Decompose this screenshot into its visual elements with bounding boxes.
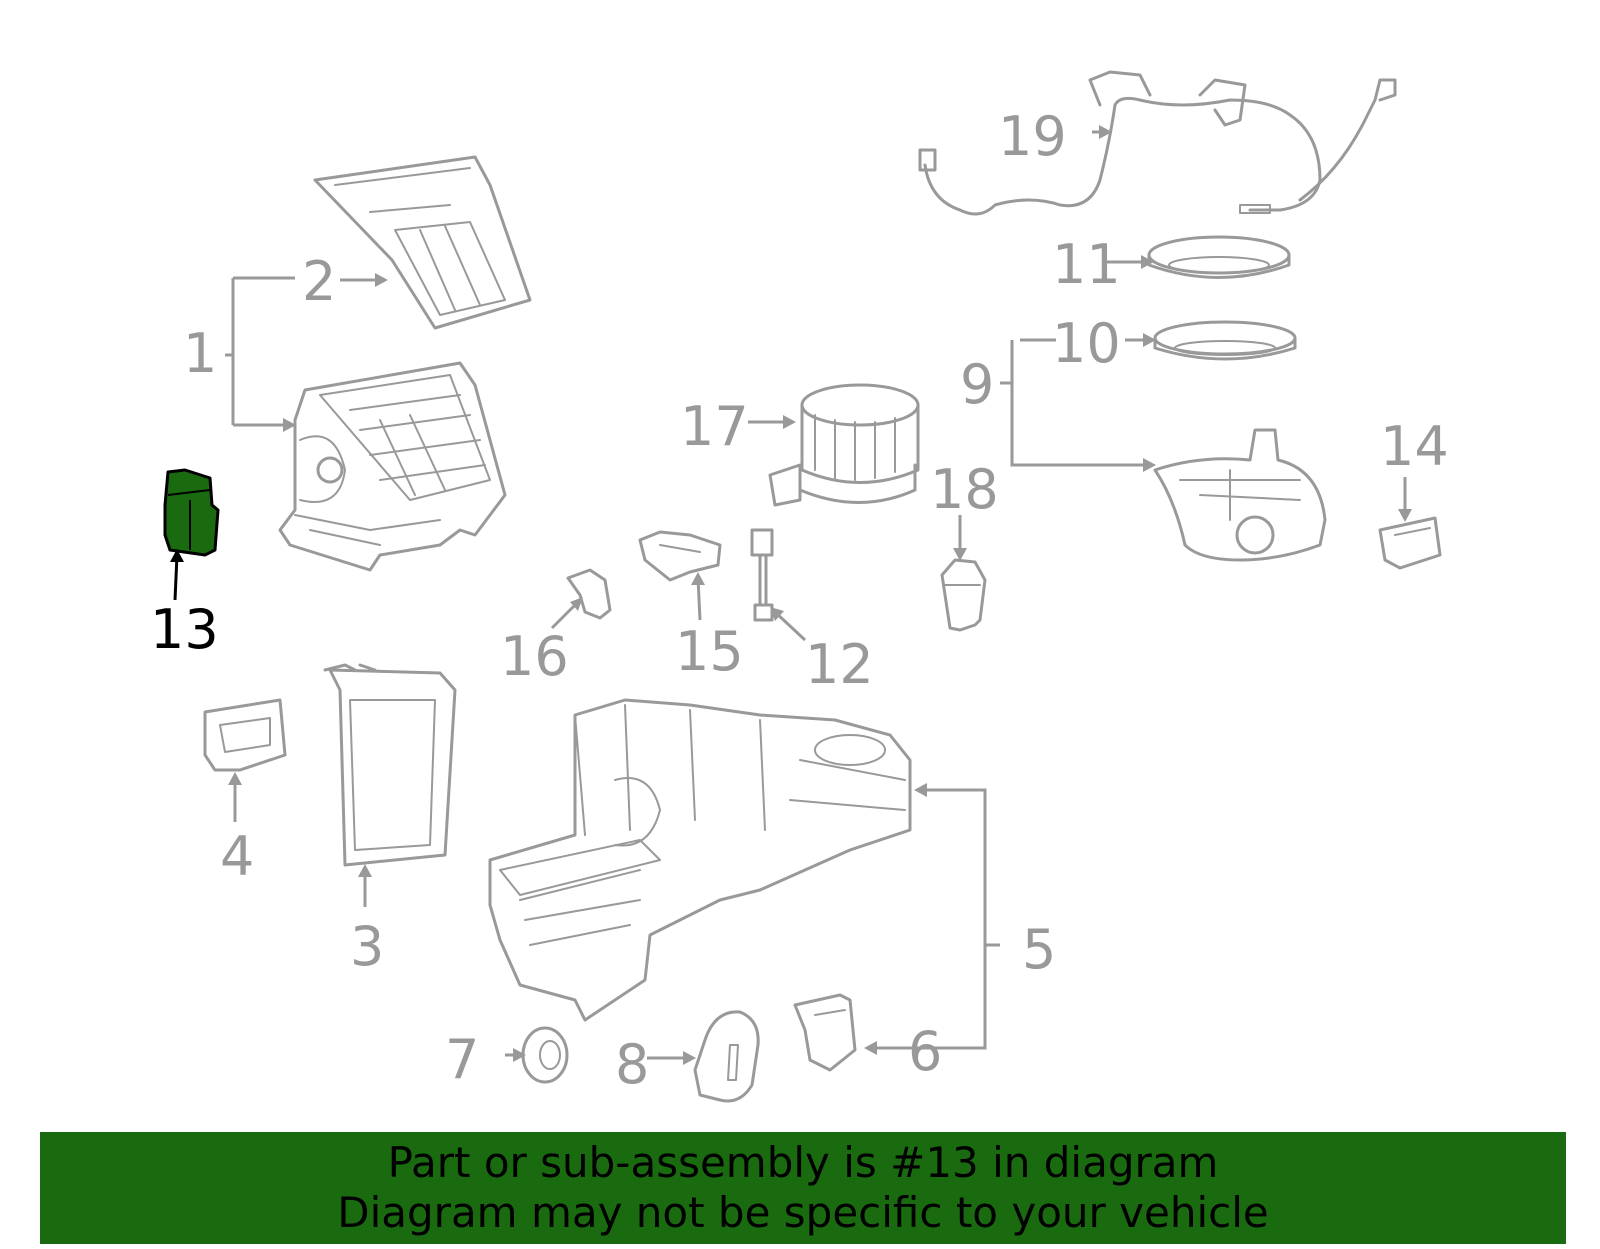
- label-2: 2: [302, 250, 336, 313]
- part-6-actuator: [793, 993, 857, 1072]
- label-18: 18: [930, 458, 999, 521]
- label-9: 9: [960, 353, 994, 416]
- label-12: 12: [805, 633, 874, 696]
- label-5: 5: [1022, 918, 1056, 981]
- label-3: 3: [350, 915, 384, 978]
- label-11: 11: [1052, 233, 1121, 296]
- label-1: 1: [183, 322, 217, 385]
- part-3-heater-core: [323, 663, 457, 867]
- part-16-clip: [566, 568, 612, 620]
- label-14: 14: [1380, 415, 1449, 478]
- part-9-blower-housing: [1153, 428, 1327, 562]
- info-banner: Part or sub-assembly is #13 in diagram D…: [40, 1132, 1566, 1244]
- part-10-ring: [1153, 320, 1297, 361]
- part-18-resistor: [940, 558, 987, 632]
- label-16: 16: [500, 625, 569, 688]
- label-8: 8: [615, 1033, 649, 1096]
- leader-lines: [173, 130, 1407, 1060]
- part-15-actuator: [638, 530, 722, 582]
- label-10: 10: [1052, 312, 1121, 375]
- banner-line-2: Diagram may not be specific to your vehi…: [337, 1188, 1269, 1237]
- label-7: 7: [445, 1028, 479, 1091]
- part-19-wiring-harness: [918, 70, 1397, 216]
- label-4: 4: [220, 825, 254, 888]
- part-4-bracket: [203, 698, 287, 772]
- part-8-door: [693, 1010, 760, 1103]
- part-7-grommet: [521, 1026, 569, 1084]
- label-13: 13: [150, 598, 219, 661]
- part-labels: 1 2 3 4 5 6 7 8 9 10 11 12 13 14 15 16 1…: [150, 105, 1449, 1096]
- part-12-sensor: [750, 528, 774, 622]
- label-15: 15: [675, 620, 744, 683]
- label-17: 17: [680, 395, 749, 458]
- part-14-actuator: [1378, 516, 1442, 570]
- part-5-lower-case: [488, 698, 912, 1022]
- arrowheads: [170, 125, 1412, 1065]
- banner-line-1: Part or sub-assembly is #13 in diagram: [387, 1138, 1219, 1187]
- part-1-hvac-case: [278, 361, 507, 572]
- part-13-highlighted[interactable]: [163, 468, 220, 557]
- part-2-upper-case: [313, 155, 532, 330]
- label-19: 19: [998, 105, 1067, 168]
- part-17-blower-motor: [768, 383, 920, 507]
- label-6: 6: [908, 1020, 942, 1083]
- part-11-ring: [1147, 235, 1291, 279]
